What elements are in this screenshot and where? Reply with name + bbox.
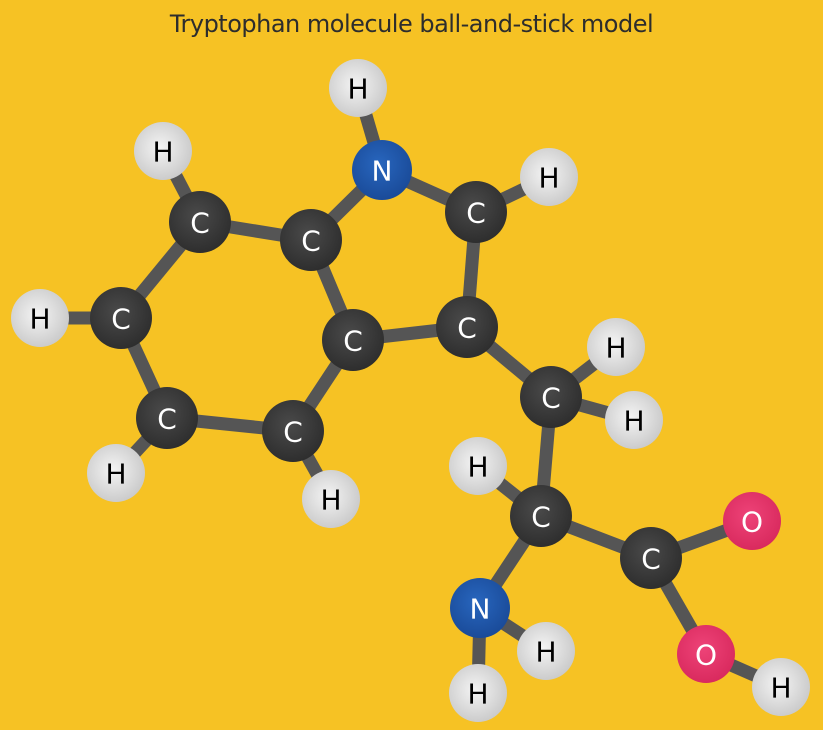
atom-label: O bbox=[695, 639, 717, 672]
carbon-ball bbox=[262, 400, 324, 462]
atom-label: C bbox=[301, 225, 321, 258]
carbon-atom: C bbox=[322, 309, 384, 371]
atom-label: C bbox=[541, 382, 561, 415]
atom-label: C bbox=[641, 543, 661, 576]
hydrogen-ball bbox=[302, 470, 360, 528]
atom-label: C bbox=[111, 303, 131, 336]
atom-label: H bbox=[538, 162, 559, 195]
hydrogen-atom: H bbox=[134, 122, 192, 180]
atom-label: C bbox=[457, 312, 477, 345]
atom-label: H bbox=[347, 73, 368, 106]
hydrogen-ball bbox=[449, 437, 507, 495]
hydrogen-atom: H bbox=[87, 444, 145, 502]
oxygen-ball bbox=[677, 625, 735, 683]
carbon-ball bbox=[136, 387, 198, 449]
atom-label: C bbox=[157, 403, 177, 436]
carbon-atom: C bbox=[90, 287, 152, 349]
carbon-ball bbox=[520, 366, 582, 428]
carbon-atom: C bbox=[445, 181, 507, 243]
diagram-title: Tryptophan molecule ball-and-stick model bbox=[169, 10, 654, 38]
atom-label: H bbox=[152, 136, 173, 169]
oxygen-ball bbox=[723, 492, 781, 550]
atom-label: H bbox=[605, 332, 626, 365]
hydrogen-ball bbox=[449, 664, 507, 722]
atom-label: H bbox=[320, 484, 341, 517]
carbon-atom: C bbox=[169, 191, 231, 253]
carbon-ball bbox=[445, 181, 507, 243]
oxygen-atom: O bbox=[677, 625, 735, 683]
carbon-ball bbox=[169, 191, 231, 253]
hydrogen-ball bbox=[605, 391, 663, 449]
hydrogen-ball bbox=[587, 318, 645, 376]
carbon-ball bbox=[280, 209, 342, 271]
carbon-atom: C bbox=[280, 209, 342, 271]
hydrogen-atom: H bbox=[449, 437, 507, 495]
hydrogen-atom: H bbox=[752, 658, 810, 716]
nitrogen-atom: N bbox=[352, 140, 412, 200]
hydrogen-ball bbox=[520, 148, 578, 206]
oxygen-atom: O bbox=[723, 492, 781, 550]
atom-label: C bbox=[466, 197, 486, 230]
carbon-atom: C bbox=[136, 387, 198, 449]
hydrogen-ball bbox=[134, 122, 192, 180]
hydrogen-ball bbox=[329, 59, 387, 117]
atom-label: C bbox=[283, 416, 303, 449]
hydrogen-atom: H bbox=[587, 318, 645, 376]
carbon-ball bbox=[510, 485, 572, 547]
hydrogen-atom: H bbox=[520, 148, 578, 206]
hydrogen-atom: H bbox=[605, 391, 663, 449]
atom-label: C bbox=[190, 207, 210, 240]
hydrogen-ball bbox=[517, 622, 575, 680]
atom-label: C bbox=[531, 501, 551, 534]
atom-label: C bbox=[343, 325, 363, 358]
atom-label: H bbox=[623, 405, 644, 438]
nitrogen-ball bbox=[352, 140, 412, 200]
hydrogen-atom: H bbox=[302, 470, 360, 528]
atom-label: H bbox=[29, 303, 50, 336]
hydrogen-atom: H bbox=[517, 622, 575, 680]
carbon-atom: C bbox=[620, 527, 682, 589]
carbon-atom: C bbox=[520, 366, 582, 428]
atom-label: N bbox=[470, 593, 491, 626]
carbon-atom: C bbox=[510, 485, 572, 547]
atom-label: H bbox=[467, 451, 488, 484]
nitrogen-ball bbox=[450, 578, 510, 638]
hydrogen-atom: H bbox=[11, 289, 69, 347]
carbon-atom: C bbox=[436, 296, 498, 358]
hydrogen-ball bbox=[87, 444, 145, 502]
carbon-ball bbox=[620, 527, 682, 589]
atom-label: H bbox=[770, 672, 791, 705]
atom-label: N bbox=[372, 155, 393, 188]
carbon-ball bbox=[322, 309, 384, 371]
carbon-ball bbox=[90, 287, 152, 349]
hydrogen-atom: H bbox=[449, 664, 507, 722]
hydrogen-ball bbox=[752, 658, 810, 716]
hydrogen-ball bbox=[11, 289, 69, 347]
carbon-ball bbox=[436, 296, 498, 358]
nitrogen-atom: N bbox=[450, 578, 510, 638]
atom-label: O bbox=[741, 506, 763, 539]
atom-label: H bbox=[467, 678, 488, 711]
hydrogen-atom: H bbox=[329, 59, 387, 117]
carbon-atom: C bbox=[262, 400, 324, 462]
atom-label: H bbox=[535, 636, 556, 669]
atom-label: H bbox=[105, 458, 126, 491]
